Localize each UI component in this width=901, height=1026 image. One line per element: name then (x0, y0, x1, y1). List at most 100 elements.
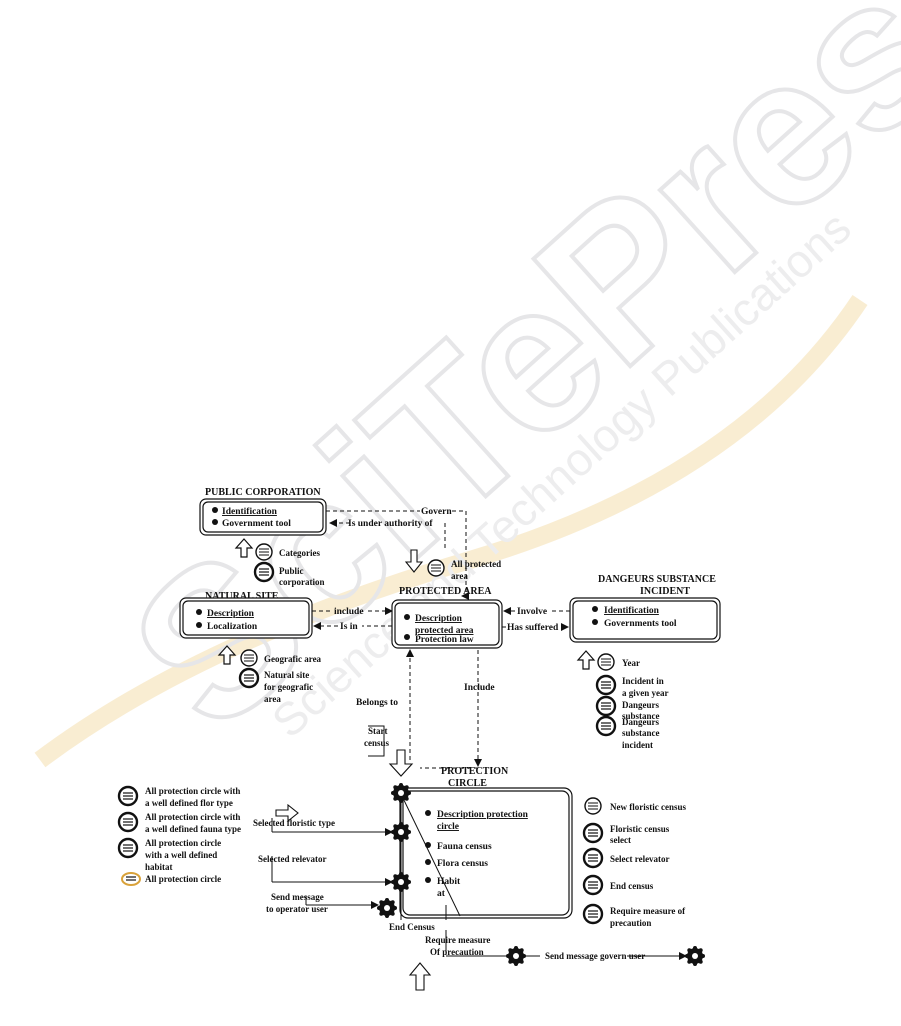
entity-dangeurs-substance-incident: DANGEURS SUBSTANCE INCIDENT Identificati… (569, 574, 721, 643)
query-label: Geografic area (264, 654, 322, 664)
query-label: area (264, 694, 281, 704)
query-label: substance (622, 728, 660, 738)
query-label: Public (279, 566, 304, 576)
database-icon (584, 797, 602, 815)
database-icon (117, 837, 139, 859)
database-icon (597, 653, 615, 671)
query-label: Categories (279, 548, 320, 558)
database-icon (595, 695, 617, 717)
up-arrow-icon (408, 962, 432, 991)
query-label: substance (622, 711, 660, 721)
entity-title: PROTECTED AREA (399, 586, 492, 597)
query-label: Incident in (622, 676, 664, 686)
entity-attr: Description (207, 609, 255, 619)
query-label: All protection circle with (145, 786, 240, 796)
database-icon (582, 874, 604, 896)
entity-title: PUBLIC CORPORATION (205, 487, 321, 498)
entity-attr: at (437, 889, 446, 899)
query-label: Select relevator (610, 854, 670, 864)
right-query-list: New floristic census Floristic census se… (582, 797, 686, 928)
query-arrow-icon (577, 650, 595, 670)
entity-title: PROTECTION (441, 766, 509, 777)
relation-is-under-authority (329, 519, 446, 548)
entity-title: CIRCLE (448, 778, 487, 789)
entity-attr: Localization (207, 622, 258, 632)
gear-icon (506, 946, 526, 966)
workflow-label: End Census (389, 922, 435, 932)
query-label: area (451, 571, 468, 581)
workflow-lines (271, 793, 687, 960)
workflow-label: census (364, 738, 390, 748)
relation-label-include: include (334, 607, 364, 617)
gear-icon (391, 783, 411, 803)
entity-protection-circle: PROTECTION CIRCLE Description protection… (399, 766, 573, 919)
query-label: All protection circle (145, 838, 221, 848)
workflow-label: Start (368, 726, 388, 736)
query-label: New floristic census (610, 802, 686, 812)
entity-attr: Identification (222, 507, 278, 517)
entity-attr: protected area (415, 626, 474, 636)
relation-label-is-in: Is in (340, 622, 358, 632)
workflow-label: Require measure (425, 935, 490, 945)
entity-title: NATURAL SITE (205, 591, 279, 602)
relation-label-belongs-to: Belongs to (356, 698, 398, 708)
down-arrow-icon (404, 549, 424, 573)
entity-protected-area: PROTECTED AREA Description protected are… (391, 586, 503, 649)
gear-icon (685, 946, 705, 966)
entity-attr: Description protection (437, 810, 529, 820)
query-arrow-icon (218, 645, 236, 665)
entity-attr: circle (437, 822, 459, 832)
entity-public-corporation: PUBLIC CORPORATION Identification Govern… (199, 487, 327, 536)
right-arrow-icon (275, 803, 299, 823)
query-label: All protection circle (145, 874, 221, 884)
query-label: End census (610, 881, 654, 891)
entity-attr: Habit (437, 877, 461, 887)
query-label: a well defined flor type (145, 798, 233, 808)
relation-include-circle (420, 650, 482, 769)
query-label: All protection circle with (145, 812, 240, 822)
relation-label-include-circle: Include (464, 683, 495, 693)
entity-title: DANGEURS SUBSTANCE (598, 574, 716, 585)
query-label: All protected (451, 559, 501, 569)
query-label: Year (622, 658, 640, 668)
database-icon (117, 785, 139, 807)
database-icon (427, 559, 445, 577)
workflow-label: Send message (271, 892, 324, 902)
down-arrow-icon (388, 749, 414, 777)
gear-icon (391, 872, 411, 892)
entity-attr: Government tool (222, 519, 291, 529)
database-icon (582, 847, 604, 869)
query-arrow-icon (235, 538, 253, 558)
query-label: corporation (279, 577, 325, 587)
database-icon (240, 649, 258, 667)
watermark-swoosh (34, 295, 868, 768)
entity-attr: Protection law (415, 635, 474, 645)
workflow-label: Selected floristic type (253, 818, 335, 828)
query-label: Require measure of (610, 906, 686, 916)
entity-attr: Fauna census (437, 842, 492, 852)
workflow-label: to operator user (266, 904, 328, 914)
workflow-label: Of precaution (430, 947, 484, 957)
relation-label-has-suffered: Has suffered (507, 623, 559, 633)
database-icon (595, 674, 617, 696)
query-label: incident (622, 740, 653, 750)
entity-natural-site: NATURAL SITE Description Localization (179, 591, 313, 639)
query-label: precaution (610, 918, 651, 928)
relation-govern (326, 510, 469, 600)
relation-label-is-under-authority: Is under authority of (348, 519, 433, 529)
query-label: Dangeurs (622, 700, 659, 710)
workflow-label: Selected relevator (258, 854, 327, 864)
database-icon (117, 811, 139, 833)
entity-attr: Identification (604, 606, 660, 616)
database-icon (595, 715, 617, 737)
left-query-list: All protection circle with a well define… (117, 785, 241, 886)
query-label: Dangeurs (622, 717, 659, 727)
query-label: habitat (145, 862, 173, 872)
database-icon (582, 903, 604, 925)
entity-attr: Flora census (437, 859, 488, 869)
query-label: with a well defined (145, 850, 217, 860)
query-label: a well defined fauna type (145, 824, 241, 834)
query-label: Natural site (264, 670, 309, 680)
